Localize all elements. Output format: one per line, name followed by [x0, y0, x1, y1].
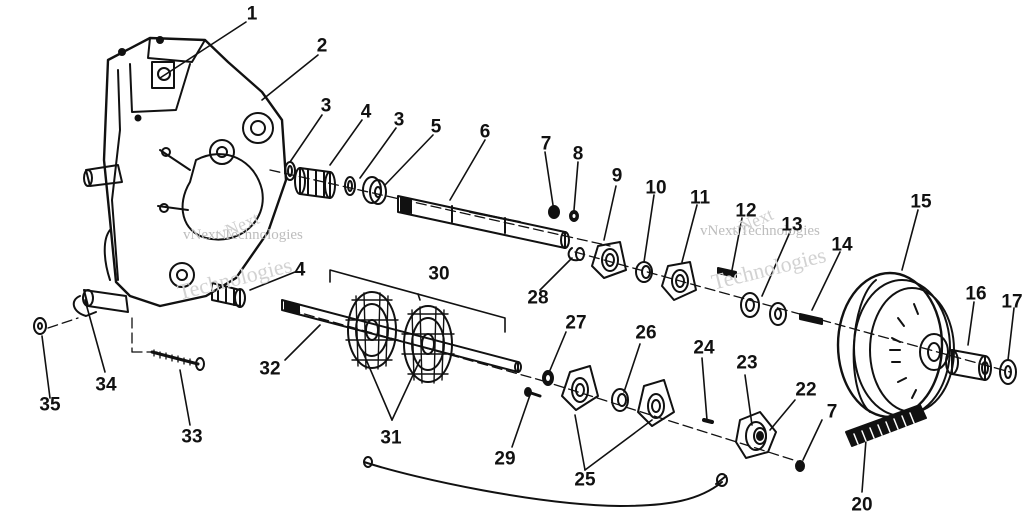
key-14: [799, 313, 823, 325]
callout-7-upper: 7: [540, 133, 552, 155]
callout-9: 9: [611, 165, 623, 187]
callout-1: 1: [246, 3, 258, 25]
gearbox-housing: [82, 36, 288, 313]
callout-3-upper-right: 3: [393, 109, 405, 131]
callout-35: 35: [39, 394, 61, 416]
flange-bearing-11: [661, 261, 697, 301]
small-washer-lower: [795, 460, 805, 472]
callout-25: 25: [574, 469, 596, 491]
callout-20: 20: [851, 494, 873, 512]
callout-13: 13: [781, 214, 803, 236]
upper-seals-and-bearing: [284, 161, 387, 205]
watermark-company-line-left: vNext Technologies: [183, 227, 303, 243]
callout-2: 2: [316, 35, 328, 57]
callout-11: 11: [689, 187, 711, 209]
pulley: [836, 271, 955, 419]
callout-33: 33: [181, 426, 203, 448]
lower-bearing: [211, 282, 246, 308]
callout-5: 5: [430, 116, 442, 138]
callout-4-upper: 4: [360, 101, 372, 123]
drive-belt: [845, 404, 927, 447]
callout-3-upper-left: 3: [320, 95, 332, 117]
callout-22: 22: [795, 379, 817, 401]
callout-23: 23: [736, 352, 758, 374]
callout-32: 32: [259, 358, 281, 380]
callout-8: 8: [572, 143, 584, 165]
callout-29: 29: [494, 448, 516, 470]
callout-34: 34: [95, 374, 117, 396]
callout-30: 30: [428, 263, 450, 285]
callout-31: 31: [380, 427, 402, 449]
lower-shaft: [281, 299, 522, 373]
callout-17: 17: [1001, 291, 1023, 313]
washers-13: [740, 292, 787, 326]
callout-24: 24: [693, 337, 715, 359]
fasteners-left: [33, 295, 205, 371]
control-cable: [363, 456, 728, 507]
pin-24: [702, 418, 714, 424]
leader-lines: [41, 21, 1015, 493]
lower-flanges: [561, 365, 675, 427]
callout-10: 10: [645, 177, 667, 199]
drive-wheels: [345, 291, 455, 384]
small-washers-top: [548, 205, 579, 222]
bearing-housing: [735, 411, 777, 459]
callout-4-lower: 4: [294, 259, 306, 281]
watermark-company-line-right: vNext Technologies: [700, 223, 820, 239]
callout-26: 26: [635, 322, 657, 344]
key-12: [717, 267, 737, 278]
callout-15: 15: [910, 191, 932, 213]
callout-7-lower: 7: [826, 401, 838, 423]
callout-16: 16: [965, 283, 987, 305]
flange-bearing-upper: [591, 241, 627, 279]
callout-27: 27: [565, 312, 587, 334]
callout-28: 28: [527, 287, 549, 309]
lower-small-parts: [524, 370, 554, 398]
callout-12: 12: [735, 200, 757, 222]
main-shaft: [397, 195, 570, 249]
assembly-bracket: [329, 269, 506, 333]
callout-14: 14: [831, 234, 853, 256]
retaining-clip: [567, 247, 585, 262]
callout-6: 6: [479, 121, 491, 143]
pulley-hub: [945, 349, 1017, 385]
bearing-10: [635, 261, 653, 283]
assembly-axes: [47, 169, 1011, 463]
